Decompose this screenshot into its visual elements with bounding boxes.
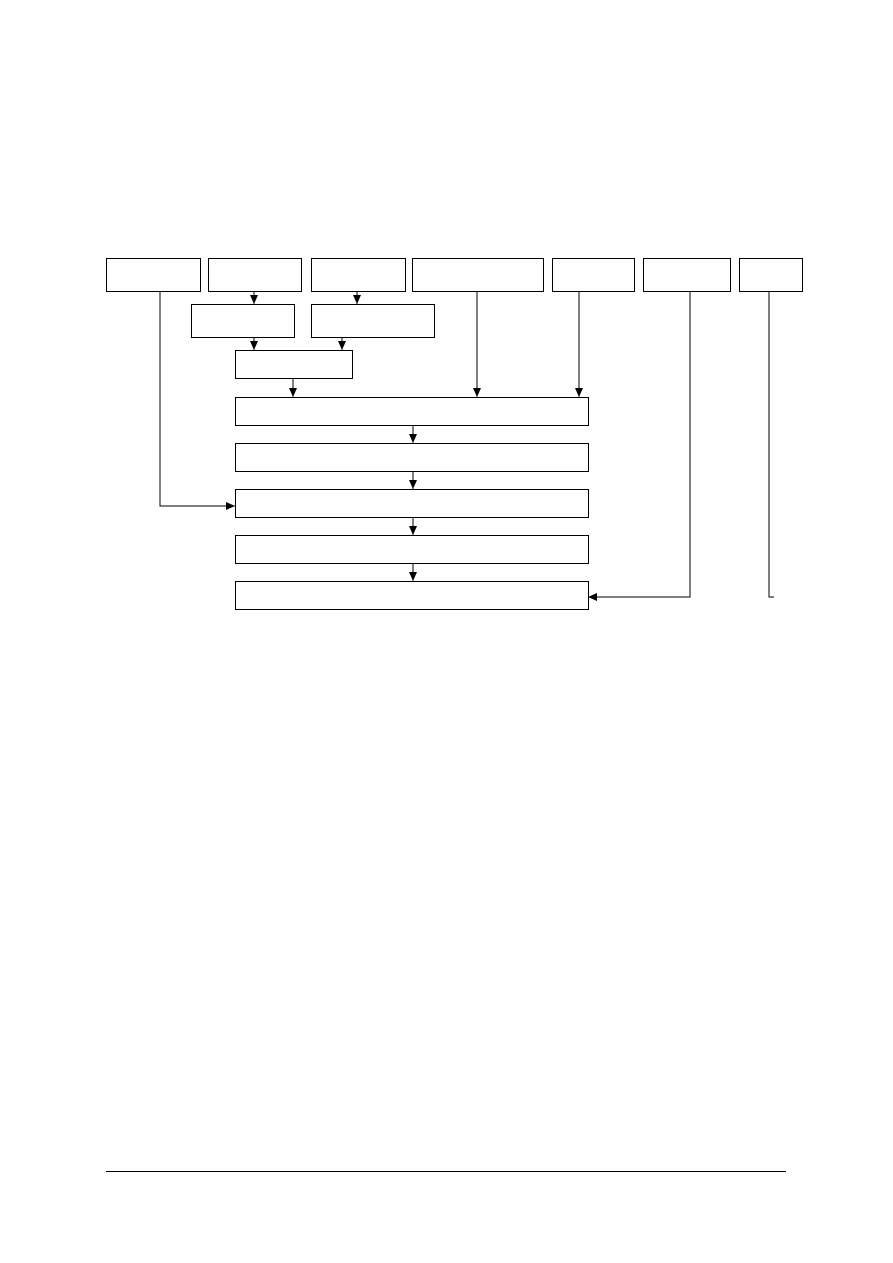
node-top-5 <box>552 258 635 292</box>
node-box <box>643 258 731 292</box>
edge-mid-right-to-merge <box>338 337 346 350</box>
node-box <box>191 304 295 338</box>
node-mid-right <box>311 304 435 338</box>
node-box <box>235 397 589 426</box>
node-top-4 <box>412 258 544 292</box>
node-box <box>235 443 589 472</box>
arrowhead <box>588 593 597 601</box>
arrowhead <box>250 295 258 304</box>
arrowhead <box>409 526 417 535</box>
node-box <box>208 258 302 292</box>
arrowhead <box>409 480 417 489</box>
edge-top-1-to-stage-3 <box>159 291 235 510</box>
edge-stage-1-to-stage-2 <box>409 425 417 443</box>
edge-stage-4-to-stage-5 <box>409 563 417 581</box>
node-top-6 <box>643 258 731 292</box>
edge-top-6-to-stage-5 <box>588 291 691 601</box>
node-top-7 <box>739 258 803 292</box>
edge-stage-2-to-stage-3 <box>409 471 417 489</box>
node-box <box>739 258 803 292</box>
arrowhead <box>575 388 583 397</box>
arrowhead <box>353 295 361 304</box>
node-top-3 <box>311 258 406 292</box>
node-box <box>412 258 544 292</box>
edge-top-3-to-mid-right <box>353 291 361 304</box>
arrowhead <box>289 388 297 397</box>
node-stage-4 <box>235 535 589 564</box>
edge-merge-to-stage-1 <box>289 378 297 397</box>
arrowhead <box>338 341 346 350</box>
node-stage-2 <box>235 443 589 472</box>
node-top-2 <box>208 258 302 292</box>
node-box <box>311 304 435 338</box>
edge-top-5-to-stage-1 <box>575 291 583 397</box>
node-stage-5 <box>235 581 589 610</box>
arrowhead <box>473 388 481 397</box>
node-merge <box>235 350 353 379</box>
node-box <box>552 258 635 292</box>
node-stage-1 <box>235 397 589 426</box>
footer-divider <box>106 1171 786 1172</box>
node-box <box>235 581 589 610</box>
node-box <box>235 535 589 564</box>
edge-top-2-to-mid-left <box>250 291 258 304</box>
edge-stage-3-to-stage-4 <box>409 517 417 535</box>
arrowhead <box>409 434 417 443</box>
edge-mid-left-to-merge <box>250 337 258 350</box>
arrowhead <box>409 572 417 581</box>
node-box <box>106 258 201 292</box>
node-box <box>311 258 406 292</box>
edge-top-7-to-stage-5 <box>768 291 774 598</box>
node-mid-left <box>191 304 295 338</box>
node-box <box>235 489 589 518</box>
arrowhead <box>226 502 235 510</box>
edge-top-4-to-stage-1 <box>473 291 481 397</box>
node-box <box>235 350 353 379</box>
edges-layer <box>159 291 774 601</box>
node-top-1 <box>106 258 201 292</box>
arrowhead <box>250 341 258 350</box>
node-stage-3 <box>235 489 589 518</box>
nodes-layer <box>106 258 803 610</box>
